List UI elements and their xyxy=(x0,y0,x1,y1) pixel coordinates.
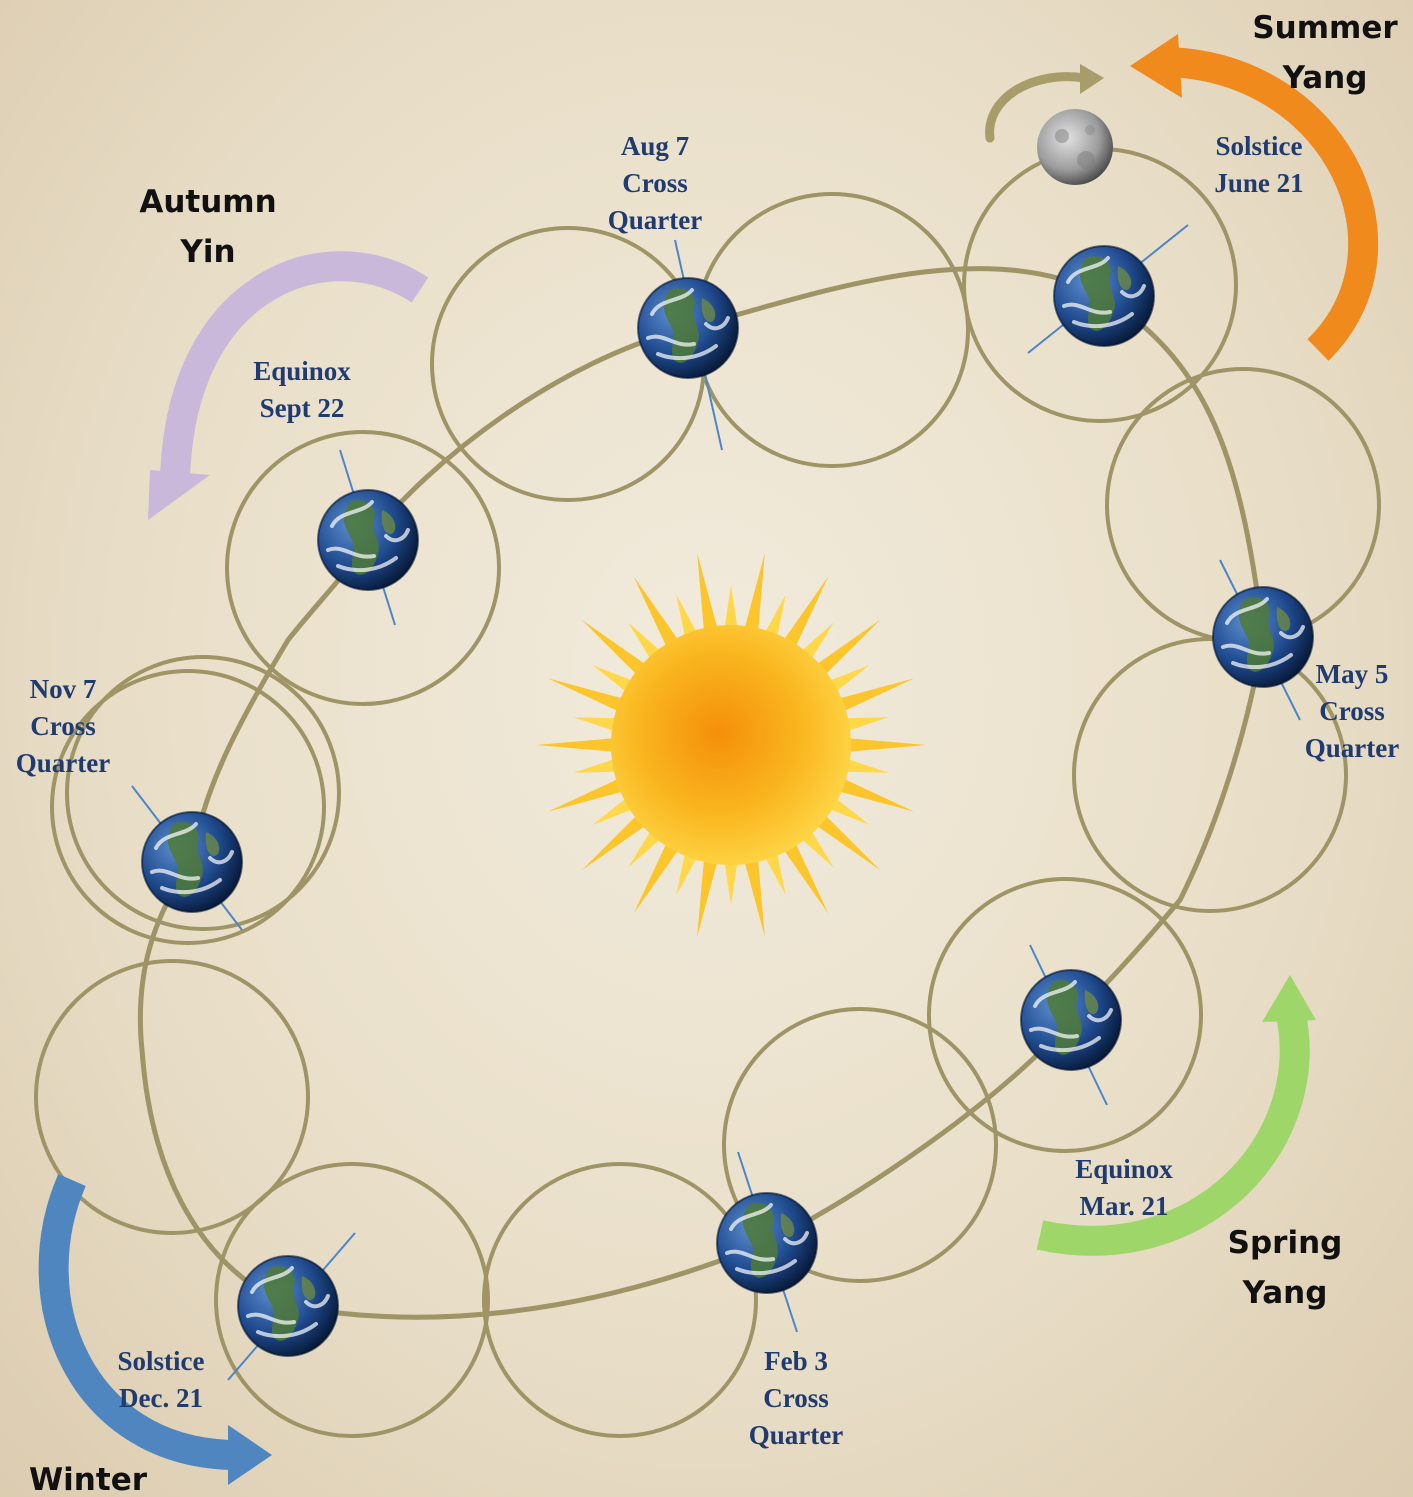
label-sept-22-line: Equinox xyxy=(253,356,351,386)
winter-arrow-icon xyxy=(38,1174,272,1485)
earth-icon xyxy=(1211,585,1315,689)
moon-orbit-circle xyxy=(50,669,326,945)
label-sept-22-line: Sept 22 xyxy=(260,393,345,423)
label-aug-7-line: Quarter xyxy=(608,205,702,235)
moon-orbit-circle xyxy=(225,430,501,706)
label-feb-3-line: Feb 3 xyxy=(764,1346,828,1376)
label-summer-line: Summer xyxy=(1252,10,1398,46)
label-winter-line: Winter xyxy=(29,1462,148,1497)
moon-orbit-circle xyxy=(214,1162,490,1438)
label-mar-21-line: Mar. 21 xyxy=(1080,1191,1169,1221)
moon-orbit-circle xyxy=(65,655,341,931)
label-nov-7-line: Cross xyxy=(30,711,96,741)
label-may-5-line: Cross xyxy=(1319,696,1385,726)
moon-orbit-circle xyxy=(1072,637,1348,913)
label-june-21-line: Solstice xyxy=(1216,131,1303,161)
moon-orbit-arrow-icon xyxy=(985,64,1104,143)
earth-icon xyxy=(715,1191,819,1295)
label-aug-7-line: Cross xyxy=(622,168,688,198)
moon-orbit-circle xyxy=(482,1162,758,1438)
label-autumn-line: Autumn xyxy=(139,184,276,220)
sun-icon xyxy=(536,552,926,938)
moon-orbit-circle xyxy=(34,959,310,1235)
earth-icon xyxy=(140,810,244,914)
moon-icon xyxy=(1037,109,1113,185)
label-autumn-line: Yin xyxy=(179,234,235,270)
label-spring-line: Spring xyxy=(1228,1225,1343,1261)
earth-icon xyxy=(1052,244,1156,348)
label-june-21-line: June 21 xyxy=(1214,168,1303,198)
label-dec-21-line: Solstice xyxy=(118,1346,205,1376)
label-nov-7-line: Quarter xyxy=(16,748,110,778)
earth-icon xyxy=(236,1254,340,1358)
label-summer-line: Yang xyxy=(1282,60,1368,96)
label-spring-line: Yang xyxy=(1242,1275,1328,1311)
earth-icon xyxy=(636,276,740,380)
label-nov-7-line: Nov 7 xyxy=(30,674,97,704)
summer-arrow-icon xyxy=(1130,34,1379,361)
label-winter: Winter xyxy=(29,1462,148,1497)
label-dec-21-line: Dec. 21 xyxy=(119,1383,203,1413)
label-aug-7-line: Aug 7 xyxy=(621,131,689,161)
moon-orbit-circle xyxy=(927,877,1203,1153)
label-may-5-line: Quarter xyxy=(1305,733,1399,763)
autumn-arrow-icon xyxy=(148,251,429,520)
spring-arrow-icon xyxy=(1036,975,1316,1256)
label-mar-21-line: Equinox xyxy=(1075,1154,1173,1184)
moon-orbit-circle xyxy=(722,1007,998,1283)
earth-icon xyxy=(316,488,420,592)
label-feb-3-line: Cross xyxy=(763,1383,829,1413)
orbit-circles xyxy=(34,147,1381,1438)
label-may-5-line: May 5 xyxy=(1316,659,1389,689)
label-feb-3-line: Quarter xyxy=(749,1420,843,1450)
earth-icon xyxy=(1019,968,1123,1072)
